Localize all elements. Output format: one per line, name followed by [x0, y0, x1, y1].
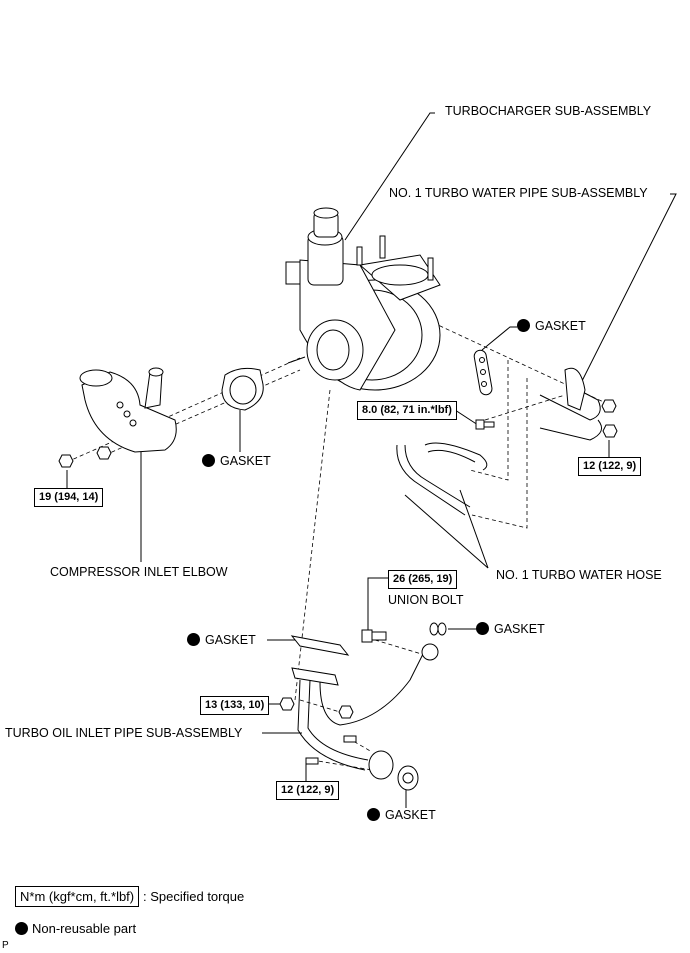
label-union-bolt: UNION BOLT	[388, 593, 464, 607]
non-reusable-dot-icon	[187, 633, 200, 646]
label-gasket-oil-flange: GASKET	[187, 633, 256, 647]
leader-water-pipe	[579, 193, 677, 386]
label-compressor-elbow: COMPRESSOR INLET ELBOW	[50, 565, 228, 579]
label-gasket-compressor: GASKET	[202, 454, 271, 468]
torque-oil-pipe-bolt: 12 (122, 9)	[276, 781, 340, 800]
leader-turbocharger	[344, 112, 435, 241]
footer-mark: P	[2, 940, 9, 951]
leader-union-bolt	[367, 577, 388, 630]
label-turbocharger: TURBOCHARGER SUB-ASSEMBLY	[445, 104, 652, 118]
water-hose-drawing	[396, 442, 488, 516]
water-pipe-drawing	[539, 367, 603, 441]
torque-elbow-nut: 19 (194, 14)	[34, 488, 104, 507]
leader-water-hose	[459, 489, 489, 569]
water-pipe-gasket-drawing	[473, 349, 493, 396]
torque-water-pipe-nut: 12 (122, 9)	[578, 457, 642, 476]
non-reusable-dot-icon	[15, 922, 28, 935]
label-gasket-oil-outlet: GASKET	[367, 808, 436, 822]
compressor-elbow-drawing	[79, 367, 177, 453]
oil-pipe-drawing	[291, 643, 439, 791]
label-water-hose: NO. 1 TURBO WATER HOSE	[496, 568, 662, 582]
legend-torque-unit: N*m (kgf*cm, ft.*lbf)	[15, 886, 140, 907]
legend-torque-desc: : Specified torque	[143, 889, 245, 904]
turbocharger-drawing	[285, 207, 441, 391]
leader-water-hose-2	[404, 494, 489, 569]
torque-water-pipe-bolt: 8.0 (82, 71 in.*lbf)	[357, 401, 457, 420]
label-oil-inlet-pipe: TURBO OIL INLET PIPE SUB-ASSEMBLY	[5, 726, 243, 740]
non-reusable-dot-icon	[476, 622, 489, 635]
torque-union-bolt: 26 (265, 19)	[388, 570, 458, 589]
label-gasket-water-pipe: GASKET	[517, 319, 586, 333]
label-gasket-union: GASKET	[476, 622, 545, 636]
torque-oil-pipe-nut: 13 (133, 10)	[200, 696, 270, 715]
label-water-pipe: NO. 1 TURBO WATER PIPE SUB-ASSEMBLY	[389, 186, 648, 200]
legend-non-reusable: Non-reusable part	[15, 921, 136, 936]
non-reusable-dot-icon	[202, 454, 215, 467]
non-reusable-dot-icon	[367, 808, 380, 821]
compressor-gasket-drawing	[221, 367, 264, 411]
non-reusable-dot-icon	[517, 319, 530, 332]
leader-gasket-water	[481, 326, 517, 351]
